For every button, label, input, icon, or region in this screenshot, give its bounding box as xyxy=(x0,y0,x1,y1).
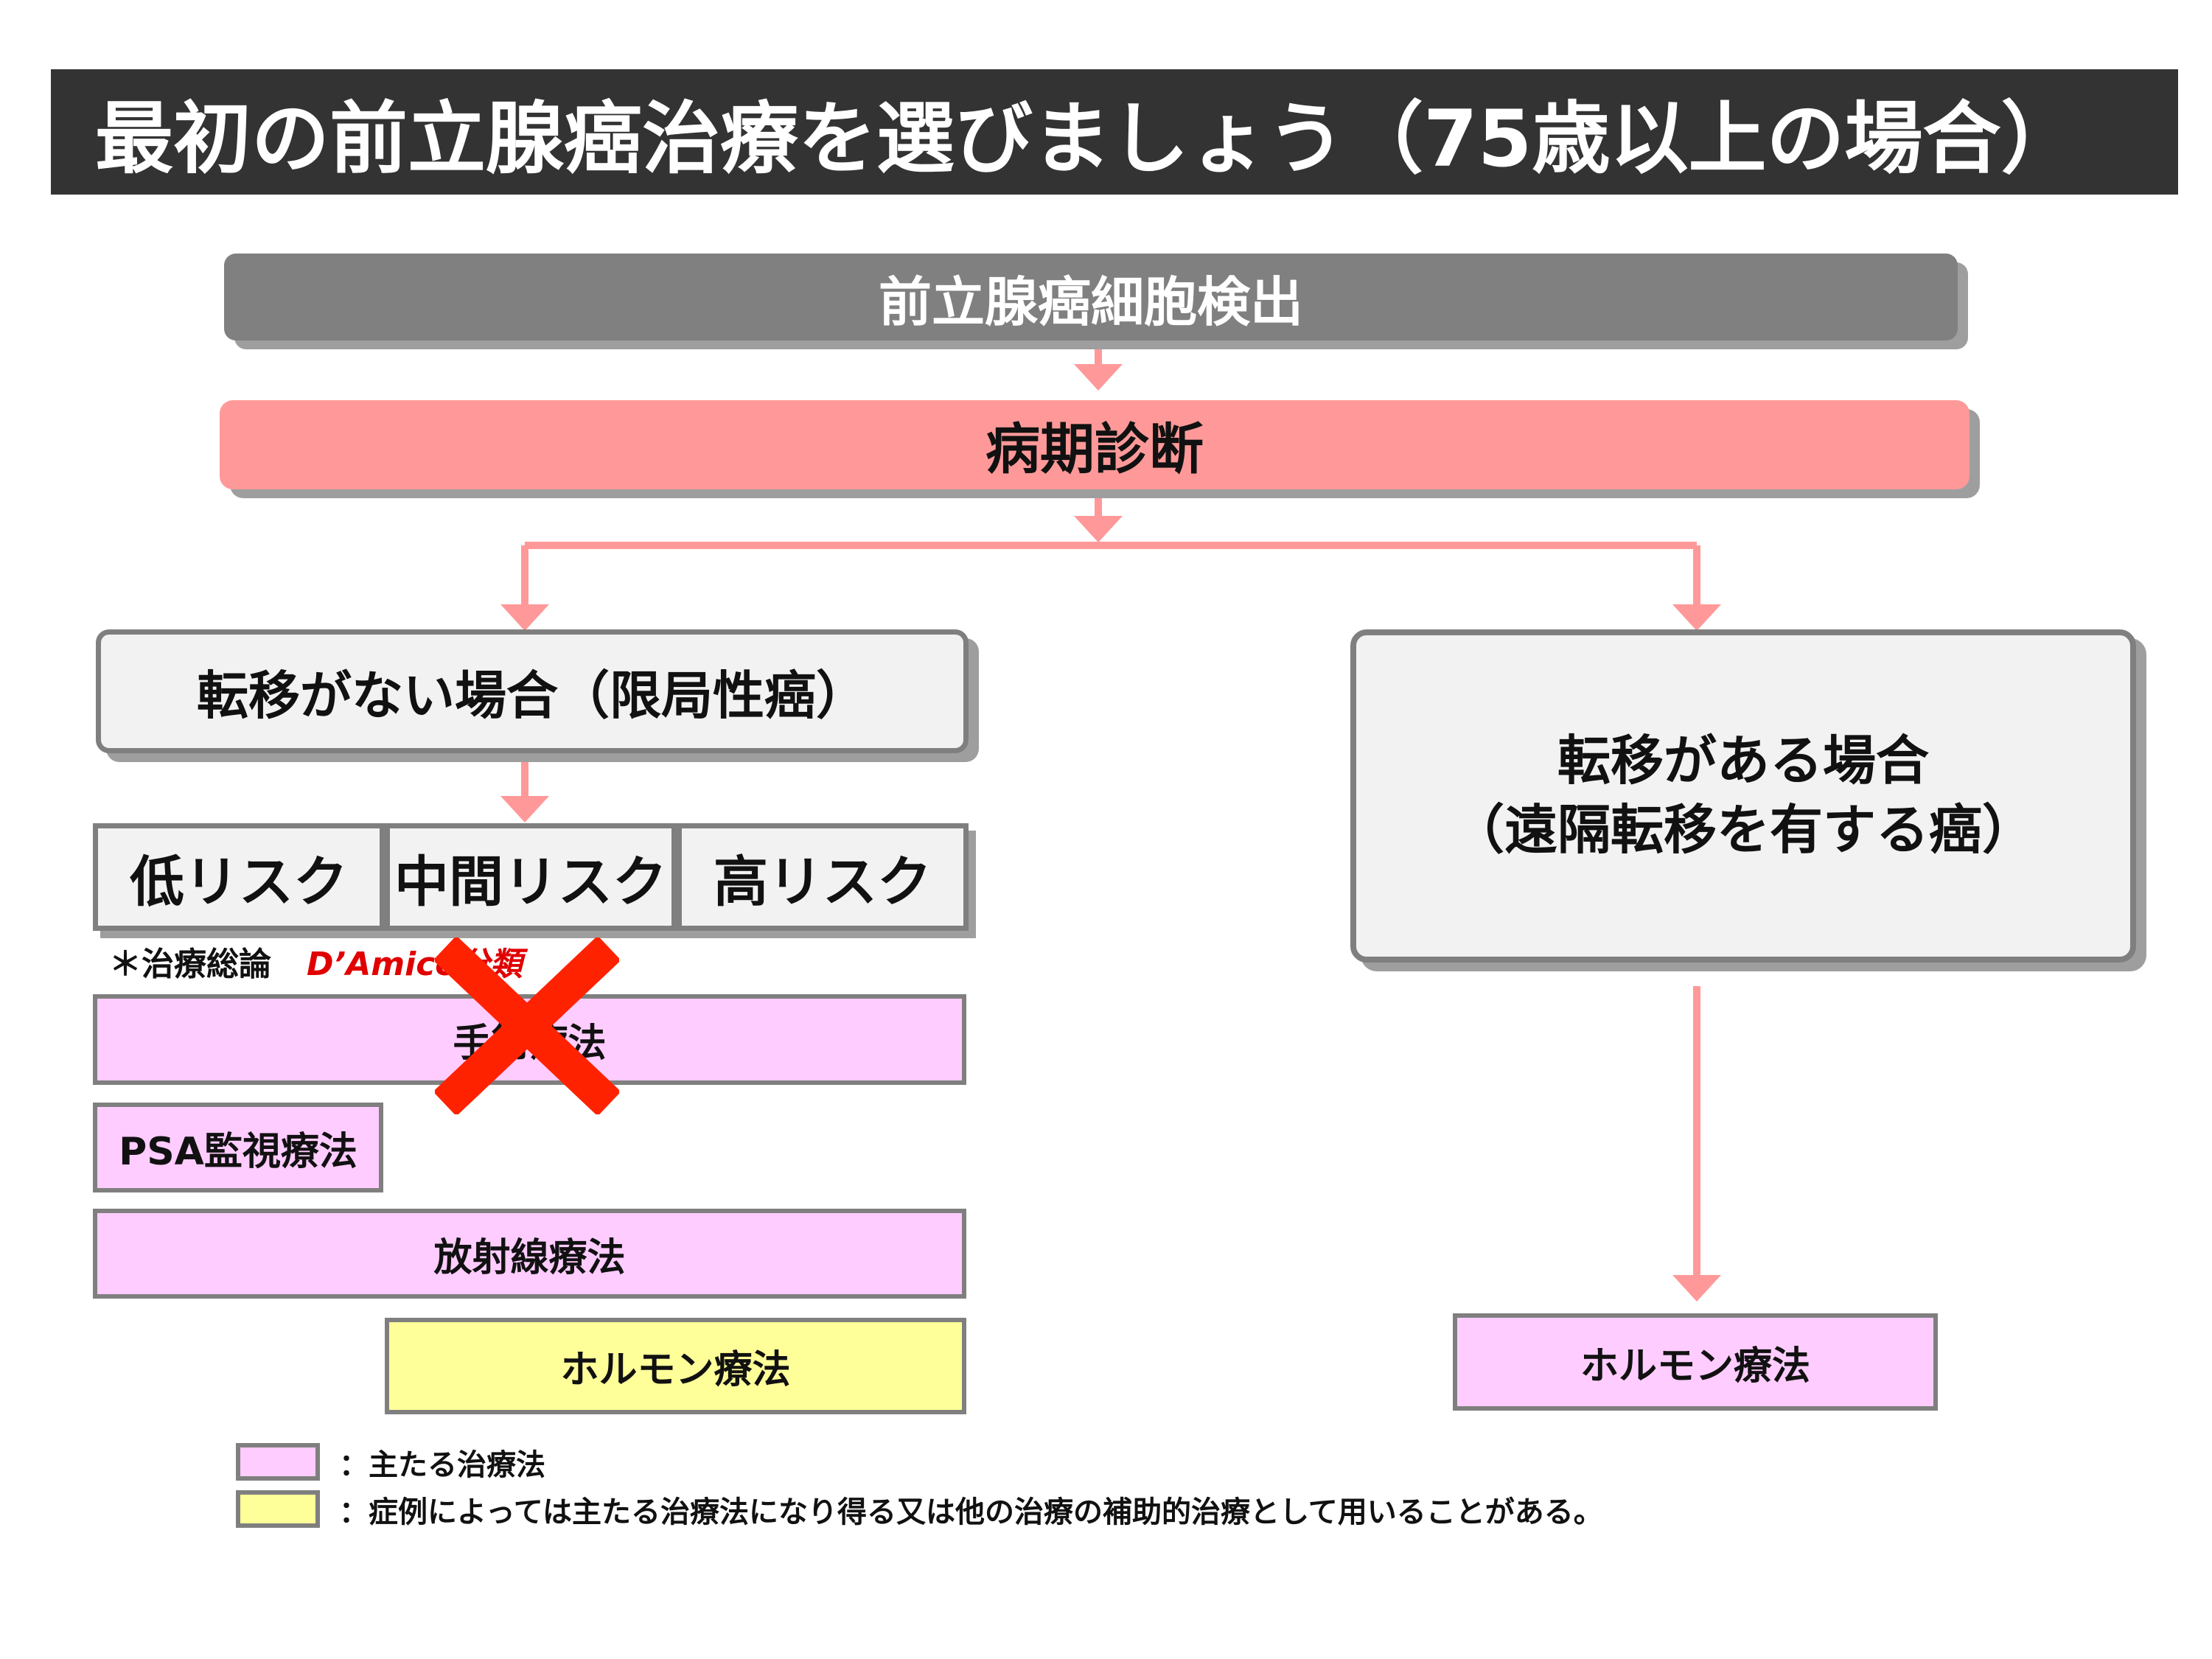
therapy-hormone-localized: ホルモン療法 xyxy=(385,1318,966,1414)
page-title: 最初の前立腺癌治療を選びましょう（75歳以上の場合） xyxy=(51,69,2178,195)
arrowhead-risk xyxy=(500,796,549,822)
therapy-hormone-metastatic: ホルモン療法 xyxy=(1453,1313,1938,1411)
arrowhead-split xyxy=(1074,516,1123,542)
arrowhead-hormone xyxy=(1672,1275,1721,1302)
therapy-psa-monitoring: PSA監視療法 xyxy=(93,1103,383,1192)
risk-high-box: 高リスク xyxy=(677,823,969,931)
risk-low-box: 低リスク xyxy=(93,823,385,931)
cross-mark-icon xyxy=(435,937,619,1114)
staging-box: 病期診断 xyxy=(220,400,1969,489)
legend-conditional-text: ：症例によっては主たる治療法になり得る又は他の治療の補助的治療として用いることが… xyxy=(339,1495,1603,1529)
legend-main-swatch xyxy=(236,1443,320,1481)
note-prefix: ＊治療総論 xyxy=(109,946,271,983)
metastasis-box: 転移がある場合 （遠隔転移を有する癌） xyxy=(1350,629,2136,963)
detection-box: 前立腺癌細胞検出 xyxy=(224,254,1958,340)
legend-conditional-swatch xyxy=(236,1490,320,1528)
arrowhead-left xyxy=(500,604,549,631)
arrowhead-right xyxy=(1672,604,1721,631)
risk-intermediate-box: 中間リスク xyxy=(385,823,677,931)
arrowhead-staging xyxy=(1074,364,1123,391)
no-metastasis-box: 転移がない場合（限局性癌） xyxy=(96,629,969,753)
classification-note: ＊治療総論 D’Amico分類 xyxy=(109,937,523,985)
therapy-radiation: 放射線療法 xyxy=(93,1209,966,1299)
legend-main-text: ：主たる治療法 xyxy=(339,1448,545,1482)
metastasis-line-1: 転移がある場合 xyxy=(1557,730,1929,792)
metastasis-line-2: （遠隔転移を有する癌） xyxy=(1451,799,2035,861)
